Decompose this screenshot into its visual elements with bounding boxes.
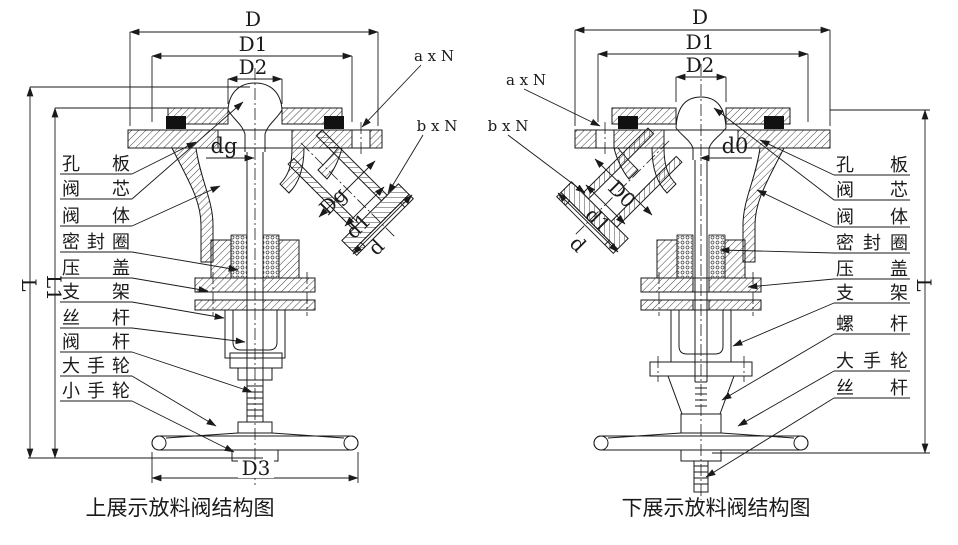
left-caption: 上展示放料阀结构图: [86, 496, 275, 520]
right-yoke-stem: [649, 309, 753, 415]
left-seal-gasket-left: [166, 116, 186, 129]
part-label-screw-rod-r: 螺 杆: [836, 314, 908, 335]
part-label-orifice-plate-r: 孔 板: [836, 155, 908, 176]
right-seal-gasket-left: [618, 116, 638, 129]
part-label-bracket-r: 支 架: [836, 283, 908, 304]
left-packing-right: [262, 234, 280, 279]
left-yoke-stem: [224, 309, 286, 423]
right-stuffing-box: [656, 234, 746, 279]
right-flange: [574, 107, 831, 156]
part-label-gland: 压 盖: [62, 258, 130, 279]
part-label-valve-stem: 阀 杆: [62, 332, 130, 353]
left-bolt-callouts: a x N b x N: [361, 47, 458, 194]
part-label-gland-r: 压 盖: [836, 259, 908, 280]
part-label-valve-body: 阀 体: [62, 206, 130, 227]
right-caption: 下展示放料阀结构图: [622, 496, 811, 520]
left-D3-dimension: D3: [151, 452, 359, 483]
part-label-big-handwheel: 大手轮: [62, 356, 130, 377]
dim-d-left-label: d: [363, 234, 389, 260]
dim-D2-label: D2: [239, 55, 268, 79]
dim-L1-label: L1: [42, 275, 66, 301]
left-stuffing-box: [210, 234, 300, 279]
part-label-seal-ring-r: 密封圈: [836, 233, 908, 254]
right-valve-diagram: D D1 D2 L: [488, 5, 936, 520]
part-label-seal-ring: 密封圈: [62, 232, 130, 253]
part-label-small-handwheel: 小手轮: [62, 381, 130, 402]
left-top-dimensions: D D1 D2: [129, 7, 379, 126]
right-packing-right: [708, 234, 726, 279]
right-d0-callout: d0: [699, 134, 752, 162]
dim-d0-label: d0: [722, 134, 749, 158]
dim-bxn-left-label: b x N: [417, 117, 458, 135]
left-height-dimensions: L L1: [17, 86, 263, 459]
dim-axn-right-label: a x N: [506, 71, 546, 89]
part-label-lead-screw-r: 丝 杆: [836, 378, 908, 399]
part-label-valve-body-r: 阀 体: [836, 207, 908, 228]
dim-bxn-right-label: b x N: [488, 117, 529, 135]
right-height-dimension: L: [712, 109, 936, 454]
left-packing-left: [230, 234, 248, 279]
dim-D2-right-label: D2: [686, 53, 715, 77]
left-part-labels: 孔 板 阀 芯 阀 体 密封圈 压 盖 支 架 丝 杆 阀 杆 大手轮 小手轮: [60, 101, 253, 453]
part-label-valve-core: 阀 芯: [62, 179, 130, 200]
dim-D-right-label: D: [692, 5, 708, 29]
dim-L-label: L: [17, 278, 41, 291]
dim-D1-label: D1: [239, 32, 268, 56]
part-label-orifice-plate: 孔 板: [62, 154, 130, 175]
left-valve-diagram: D D1 D2 L L1: [17, 7, 457, 520]
left-gland-bracket: [194, 272, 316, 316]
dim-d-right-label: d: [565, 231, 591, 257]
dim-dg-label: dg: [211, 134, 238, 158]
left-seal-gasket-right: [324, 116, 344, 129]
right-top-dimensions: D D1 D2: [574, 5, 831, 126]
dim-D-label: D: [245, 7, 261, 31]
dim-axn-left-label: a x N: [414, 47, 454, 65]
part-label-valve-core-r: 阀 芯: [836, 180, 908, 201]
part-label-lead-screw: 丝 杆: [62, 308, 130, 329]
dim-D3-label: D3: [242, 456, 271, 480]
part-label-big-handwheel-r: 大手轮: [836, 351, 908, 372]
right-valve-head: [675, 96, 727, 382]
left-dg-callout: dg: [206, 134, 255, 162]
right-seal-gasket-right: [764, 116, 784, 129]
dim-L-right-label: L: [912, 278, 936, 291]
dim-D1-right-label: D1: [686, 30, 715, 54]
part-label-bracket: 支 架: [62, 282, 130, 303]
right-packing-left: [676, 234, 694, 279]
right-bolt-callouts: a x N b x N: [488, 71, 601, 194]
